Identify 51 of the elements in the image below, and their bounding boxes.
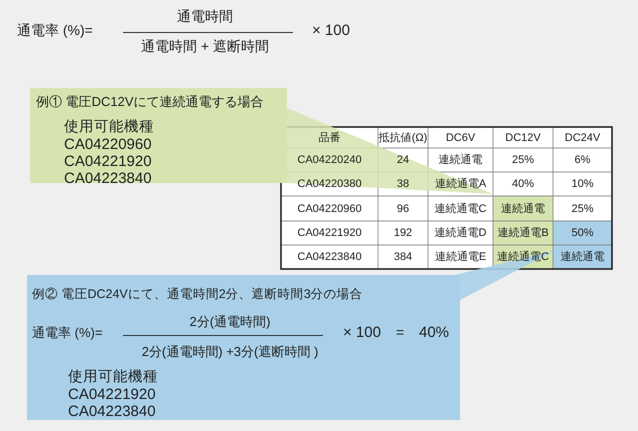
example-heading: 例② 電圧DC24Vにて、通電時間2分、遮断時間3分の場合 (32, 288, 363, 302)
table-cell: 96 (396, 202, 410, 215)
table-cell: 50% (571, 227, 594, 240)
column-header: DC6V (446, 132, 476, 144)
table-cell: 連続通電 (438, 154, 482, 166)
table-cell: 連続通電 (560, 251, 604, 264)
table-cell: 連続通電C (434, 202, 486, 215)
callout-box (30, 88, 287, 183)
table-cell: CA04223840 (297, 251, 362, 264)
table-cell: 38 (396, 178, 410, 190)
formula-text: 通電時間 + 遮断時間 (141, 39, 269, 54)
formula-text: × 100 (312, 23, 350, 40)
table-cell: 384 (394, 251, 412, 264)
table-cell: 10% (571, 178, 594, 190)
formula-text: 40% (419, 325, 450, 342)
formula-text: 通電時間 (177, 9, 233, 24)
table-cell: 25% (512, 154, 534, 166)
formula-text: 通電率 (%)= (17, 23, 93, 38)
table-cell: 連続通電D (434, 227, 486, 240)
formula-text: × 100 (343, 325, 381, 342)
table-cell: CA04220960 (297, 202, 362, 215)
table-cell: 連続通電A (434, 178, 486, 190)
formula-text: 2分(通電時間) +3分(遮断時間 ) (142, 345, 318, 360)
model-number: CA04221920 (64, 154, 152, 170)
table-cell: 連続通電E (434, 251, 486, 264)
model-number: CA04221920 (68, 387, 156, 404)
column-header: 品番 (318, 132, 340, 144)
formula-text: = (396, 325, 404, 340)
table-cell: CA04220380 (297, 178, 362, 190)
table-cell: CA04220240 (297, 154, 362, 166)
table-cell: 192 (394, 227, 412, 240)
table-cell: 6% (574, 154, 590, 166)
list-heading: 使用可能機種 (68, 370, 158, 386)
table-cell: 40% (512, 178, 534, 190)
formula-text: 2分(通電時間) (190, 315, 270, 330)
table-cell: 25% (571, 202, 594, 215)
table-cell: 連続通電C (497, 251, 549, 264)
model-number: CA04220960 (64, 137, 152, 154)
table-cell: 連続通電 (501, 202, 545, 215)
column-header: DC24V (564, 132, 600, 144)
table-cell: 24 (396, 154, 410, 166)
callout-box (27, 275, 460, 420)
table-cell: 連続通電B (497, 227, 549, 240)
column-header: DC12V (505, 132, 541, 144)
column-header: 抵抗値(Ω) (378, 132, 428, 144)
formula-text: 通電率 (%)= (32, 326, 102, 340)
example-heading: 例① 電圧DC12Vにて連続通電する場合 (36, 95, 264, 110)
list-heading: 使用可能機種 (64, 120, 154, 136)
model-number: CA04223840 (68, 404, 156, 420)
table-cell: CA04221920 (297, 227, 362, 240)
model-number: CA04223840 (64, 171, 152, 188)
